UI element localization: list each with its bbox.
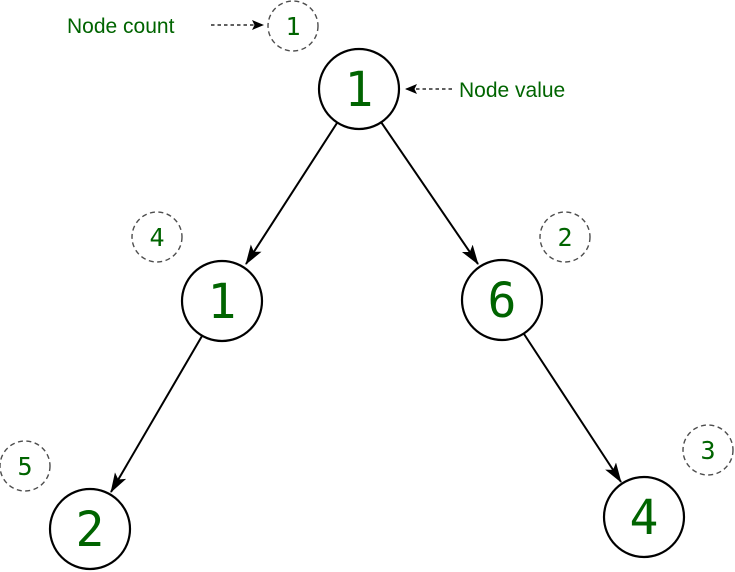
count-text-left-leaf: 5 xyxy=(17,452,32,481)
tree-node-right-child: 6 xyxy=(460,258,544,342)
node-value-root: 1 xyxy=(345,62,374,118)
count-text-right-child: 2 xyxy=(557,223,572,252)
count-badge-left-leaf: 5 xyxy=(0,440,51,492)
count-badge-right-child: 2 xyxy=(539,211,591,263)
node-count-label: Node count xyxy=(67,15,175,38)
count-badge-left-child: 4 xyxy=(131,211,183,263)
count-text-right-leaf: 3 xyxy=(700,436,715,465)
count-badge-right-leaf: 3 xyxy=(682,424,734,476)
edge-root-to-left-child xyxy=(245,122,338,265)
node-value-label: Node value xyxy=(459,79,565,102)
node-count-annotation: Node count xyxy=(67,15,264,38)
edge-left-child-to-left-leaf xyxy=(110,335,203,493)
node-value-right-leaf: 4 xyxy=(630,490,659,546)
node-value-annotation: Node value xyxy=(405,79,565,102)
count-circle-left-leaf xyxy=(0,440,51,492)
node-circle-right-child xyxy=(460,258,544,342)
count-circle-root xyxy=(267,0,319,52)
count-text-left-child: 4 xyxy=(149,223,164,252)
node-value-left-leaf: 2 xyxy=(76,502,105,558)
node-circle-right-leaf xyxy=(602,475,686,559)
count-circle-right-leaf xyxy=(682,424,734,476)
tree-node-left-child: 1 xyxy=(180,259,264,343)
tree-edges xyxy=(110,121,622,493)
node-circle-root xyxy=(317,47,401,131)
tree-node-root: 1 xyxy=(317,47,401,131)
count-badge-root: 1 xyxy=(267,0,319,52)
tree-node-left-leaf: 2 xyxy=(48,487,132,571)
count-circle-right-child xyxy=(539,211,591,263)
edge-root-to-right-child xyxy=(380,121,479,265)
count-circle-left-child xyxy=(131,211,183,263)
node-value-left-child: 1 xyxy=(208,274,237,330)
count-text-root: 1 xyxy=(285,12,300,41)
tree-node-right-leaf: 4 xyxy=(602,475,686,559)
node-circle-left-child xyxy=(180,259,264,343)
node-circle-left-leaf xyxy=(48,487,132,571)
node-value-right-child: 6 xyxy=(488,273,517,329)
edge-right-child-to-right-leaf xyxy=(523,333,622,483)
